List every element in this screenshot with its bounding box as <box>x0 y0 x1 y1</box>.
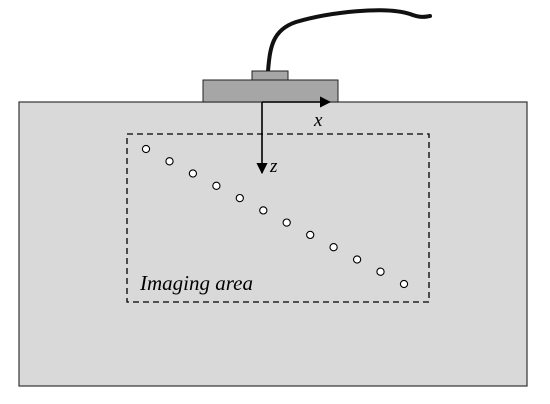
probe-connector <box>251 70 289 81</box>
scatterer-point <box>282 218 291 227</box>
scatterer-point <box>165 157 174 166</box>
scatterer-point <box>329 243 338 252</box>
medium-block <box>18 101 528 387</box>
transducer-probe <box>202 79 339 103</box>
scatterer-point <box>141 144 151 154</box>
z-axis-label: z <box>269 156 278 177</box>
scatterer-point <box>259 206 268 215</box>
scatterer-point <box>188 169 198 178</box>
scatterer-point <box>212 181 221 190</box>
scatterer-point <box>352 255 362 264</box>
scatterer-point <box>376 267 385 276</box>
scatterer-point <box>306 230 315 240</box>
scatterer-point <box>235 193 244 203</box>
imaging-area-box <box>126 133 430 303</box>
scatterer-point <box>399 279 409 289</box>
probe-cable <box>266 8 432 73</box>
x-axis-label: x <box>313 110 323 131</box>
scatterer-points <box>141 144 409 289</box>
imaging-area-label: Imaging area <box>139 271 253 295</box>
